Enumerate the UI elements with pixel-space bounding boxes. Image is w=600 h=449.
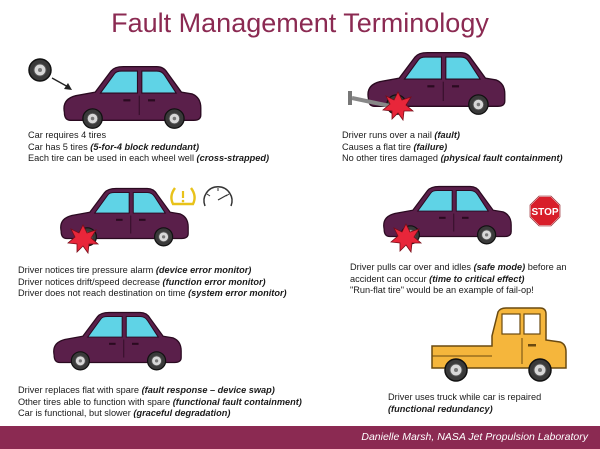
panel-caption-functional-redundancy: Driver uses truck while car is repaired … bbox=[388, 392, 541, 415]
caption-line: Other tires able to function with spare … bbox=[18, 396, 302, 407]
arrow-icon bbox=[51, 77, 72, 90]
spare-tire-icon bbox=[28, 58, 52, 82]
footer-bar: Danielle Marsh, NASA Jet Propulsion Labo… bbox=[0, 426, 600, 449]
truck-icon bbox=[431, 307, 567, 382]
caption-line: Driver runs over a nail (fault) bbox=[342, 130, 460, 140]
panel-caption-safe-mode: Driver pulls car over and idles (safe mo… bbox=[350, 262, 567, 297]
panel-caption-monitoring: Driver notices tire pressure alarm (devi… bbox=[18, 265, 287, 300]
car-icon bbox=[63, 65, 202, 129]
caption-line: Driver notices tire pressure alarm (devi… bbox=[18, 265, 252, 275]
car-safe-mode-illustration: STOP bbox=[383, 185, 561, 253]
caption-line: No other tires damaged (physical fault c… bbox=[342, 153, 563, 164]
caption-line: Car is functional, but slower (graceful … bbox=[18, 408, 231, 419]
page-title: Fault Management Terminology bbox=[111, 8, 489, 38]
caption-line: Driver notices drift/speed decrease (fun… bbox=[18, 276, 266, 287]
tire-pressure-warning-icon bbox=[170, 187, 196, 206]
panel-caption-fault-response: Driver replaces flat with spare (fault r… bbox=[18, 385, 302, 420]
caption-line: Driver pulls car over and idles (safe mo… bbox=[350, 262, 567, 272]
caption-line: Each tire can be used in each wheel well… bbox=[28, 153, 270, 164]
car-flat-tire-illustration bbox=[348, 51, 506, 121]
stop-sign-text: STOP bbox=[531, 207, 558, 218]
speedometer-icon bbox=[203, 186, 233, 207]
footer-credit: Danielle Marsh, NASA Jet Propulsion Labo… bbox=[361, 431, 588, 443]
car-monitor-illustration bbox=[60, 186, 233, 254]
caption-line: Causes a flat tire (failure) bbox=[342, 141, 448, 152]
caption-line: Driver replaces flat with spare (fault r… bbox=[18, 385, 275, 395]
panel-caption-fault: Driver runs over a nail (fault) Causes a… bbox=[342, 130, 563, 165]
panel-caption-redundancy: Car requires 4 tires Car has 5 tires (5-… bbox=[28, 130, 269, 165]
car-with-spare-tire-illustration bbox=[28, 58, 202, 129]
nail-icon bbox=[348, 91, 391, 108]
stop-sign-icon: STOP bbox=[529, 195, 561, 227]
car-spare-swap-illustration bbox=[53, 311, 182, 371]
caption-line: "Run-flat tire" would be an example of f… bbox=[350, 285, 534, 296]
caption-line: Driver does not reach destination on tim… bbox=[18, 288, 287, 299]
backup-truck-illustration bbox=[431, 307, 567, 382]
caption-line: Car requires 4 tires bbox=[28, 130, 107, 140]
caption-line: Driver uses truck while car is repaired bbox=[388, 392, 542, 402]
caption-line: (functional redundancy) bbox=[388, 403, 493, 414]
caption-line: accident can occur (time to critical eff… bbox=[350, 273, 525, 284]
caption-line: Car has 5 tires (5-for-4 block redundant… bbox=[28, 141, 200, 152]
car-icon bbox=[53, 311, 182, 371]
